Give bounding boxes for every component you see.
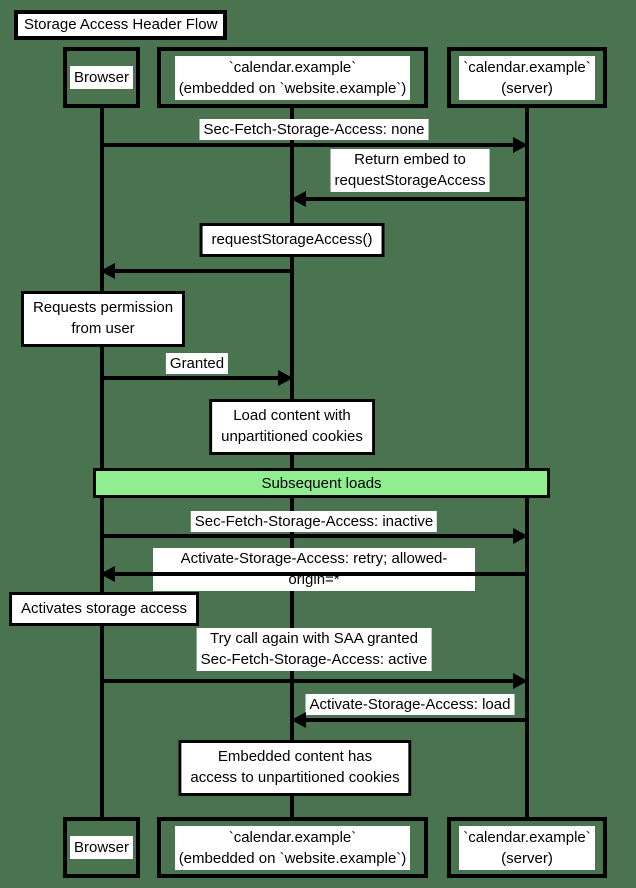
lifeline-server (525, 106, 529, 817)
participant-embed-label: `calendar.example` (embedded on `website… (174, 55, 411, 100)
diagram-title: Storage Access Header Flow (14, 10, 228, 40)
lifeline-embed (290, 106, 294, 817)
message-label-sec-fetch-none: Sec-Fetch-Storage-Access: none (199, 119, 429, 141)
note-requests-permission: Requests permission from user (20, 291, 186, 347)
note-activates-storage-access: Activates storage access (9, 592, 199, 627)
note-embedded-access: Embedded content has access to unpartiti… (178, 740, 412, 796)
arrow-sec-fetch-inactive (101, 528, 528, 544)
participant-embed-top: `calendar.example` (embedded on `website… (157, 47, 428, 108)
participant-browser-top: Browser (63, 47, 140, 108)
participant-browser-label: Browser (69, 66, 133, 89)
participant-server-label: `calendar.example` (server) (459, 825, 595, 870)
message-label-sec-fetch-inactive: Sec-Fetch-Storage-Access: inactive (190, 511, 438, 533)
participant-browser-label: Browser (69, 836, 133, 859)
participant-server-label: `calendar.example` (server) (459, 55, 595, 100)
message-label-activate-retry: Activate-Storage-Access: retry; allowed-… (153, 548, 475, 591)
message-label-return-embed: Return embed to requestStorageAccess (330, 149, 490, 192)
banner-subsequent-loads: Subsequent loads (93, 468, 550, 498)
arrow-request-storage-access-response (100, 263, 292, 279)
arrow-activate-load (291, 712, 527, 728)
arrow-return-embed (291, 191, 527, 207)
participant-server-bottom: `calendar.example` (server) (447, 817, 607, 878)
lifeline-browser (100, 106, 104, 817)
message-label-granted: Granted (165, 353, 229, 375)
note-request-storage-access-call: requestStorageAccess() (199, 223, 385, 258)
arrow-sec-fetch-none (101, 137, 528, 153)
participant-browser-bottom: Browser (63, 817, 140, 878)
participant-server-top: `calendar.example` (server) (447, 47, 607, 108)
message-label-try-again-active: Try call again with SAA granted Sec-Fetc… (196, 628, 432, 671)
arrow-try-again-active (101, 673, 528, 689)
arrow-granted (101, 370, 293, 386)
arrow-activate-retry (100, 566, 527, 582)
message-label-activate-load: Activate-Storage-Access: load (305, 694, 515, 716)
participant-embed-bottom: `calendar.example` (embedded on `website… (157, 817, 428, 878)
note-load-content: Load content with unpartitioned cookies (209, 399, 375, 455)
participant-embed-label: `calendar.example` (embedded on `website… (174, 825, 411, 870)
